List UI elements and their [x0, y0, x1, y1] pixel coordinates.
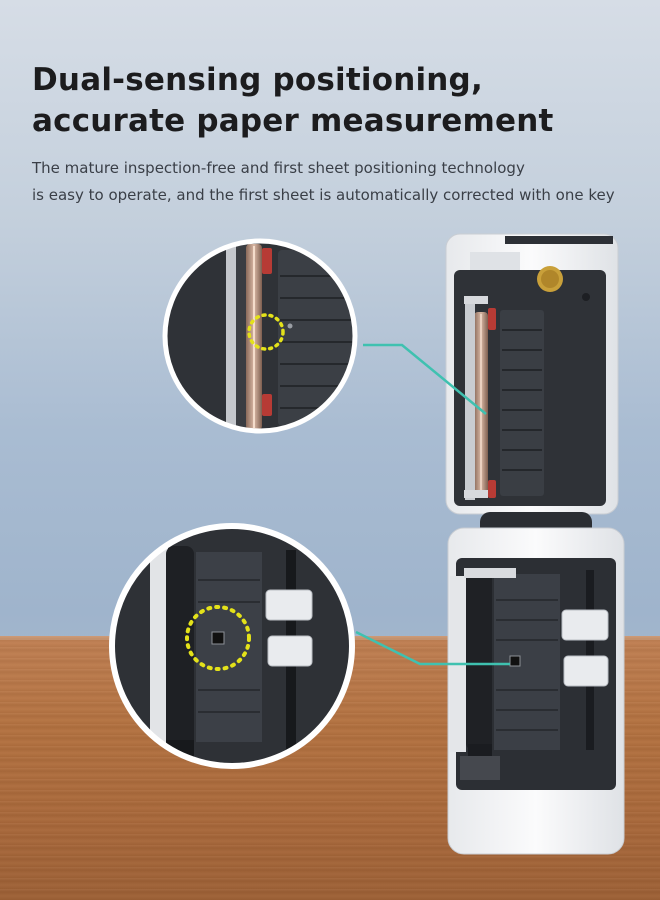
callout-lines [355, 343, 510, 666]
sensor-highlight-top [247, 313, 285, 351]
headline-line-1: Dual-sensing positioning, [32, 62, 483, 98]
headline-line-2: accurate paper measurement [32, 103, 554, 139]
warranty-sticker [537, 266, 563, 292]
sensor-highlight-bottom [185, 605, 251, 671]
callout-line-bottom [355, 630, 510, 666]
headline: Dual-sensing positioning, accurate paper… [32, 60, 553, 142]
printer-base [447, 527, 625, 855]
label-printer [445, 233, 625, 855]
printer-lid [445, 233, 619, 515]
sensor-window [509, 655, 521, 667]
description-line-1: The mature inspection-free and first she… [32, 159, 525, 177]
description-line-2: is easy to operate, and the first sheet … [32, 186, 615, 204]
description: The mature inspection-free and first she… [32, 155, 615, 209]
callout-line-top [363, 343, 487, 415]
zoom-circle-print-head [162, 238, 358, 434]
zoom-circle-paper-tray [109, 523, 355, 769]
